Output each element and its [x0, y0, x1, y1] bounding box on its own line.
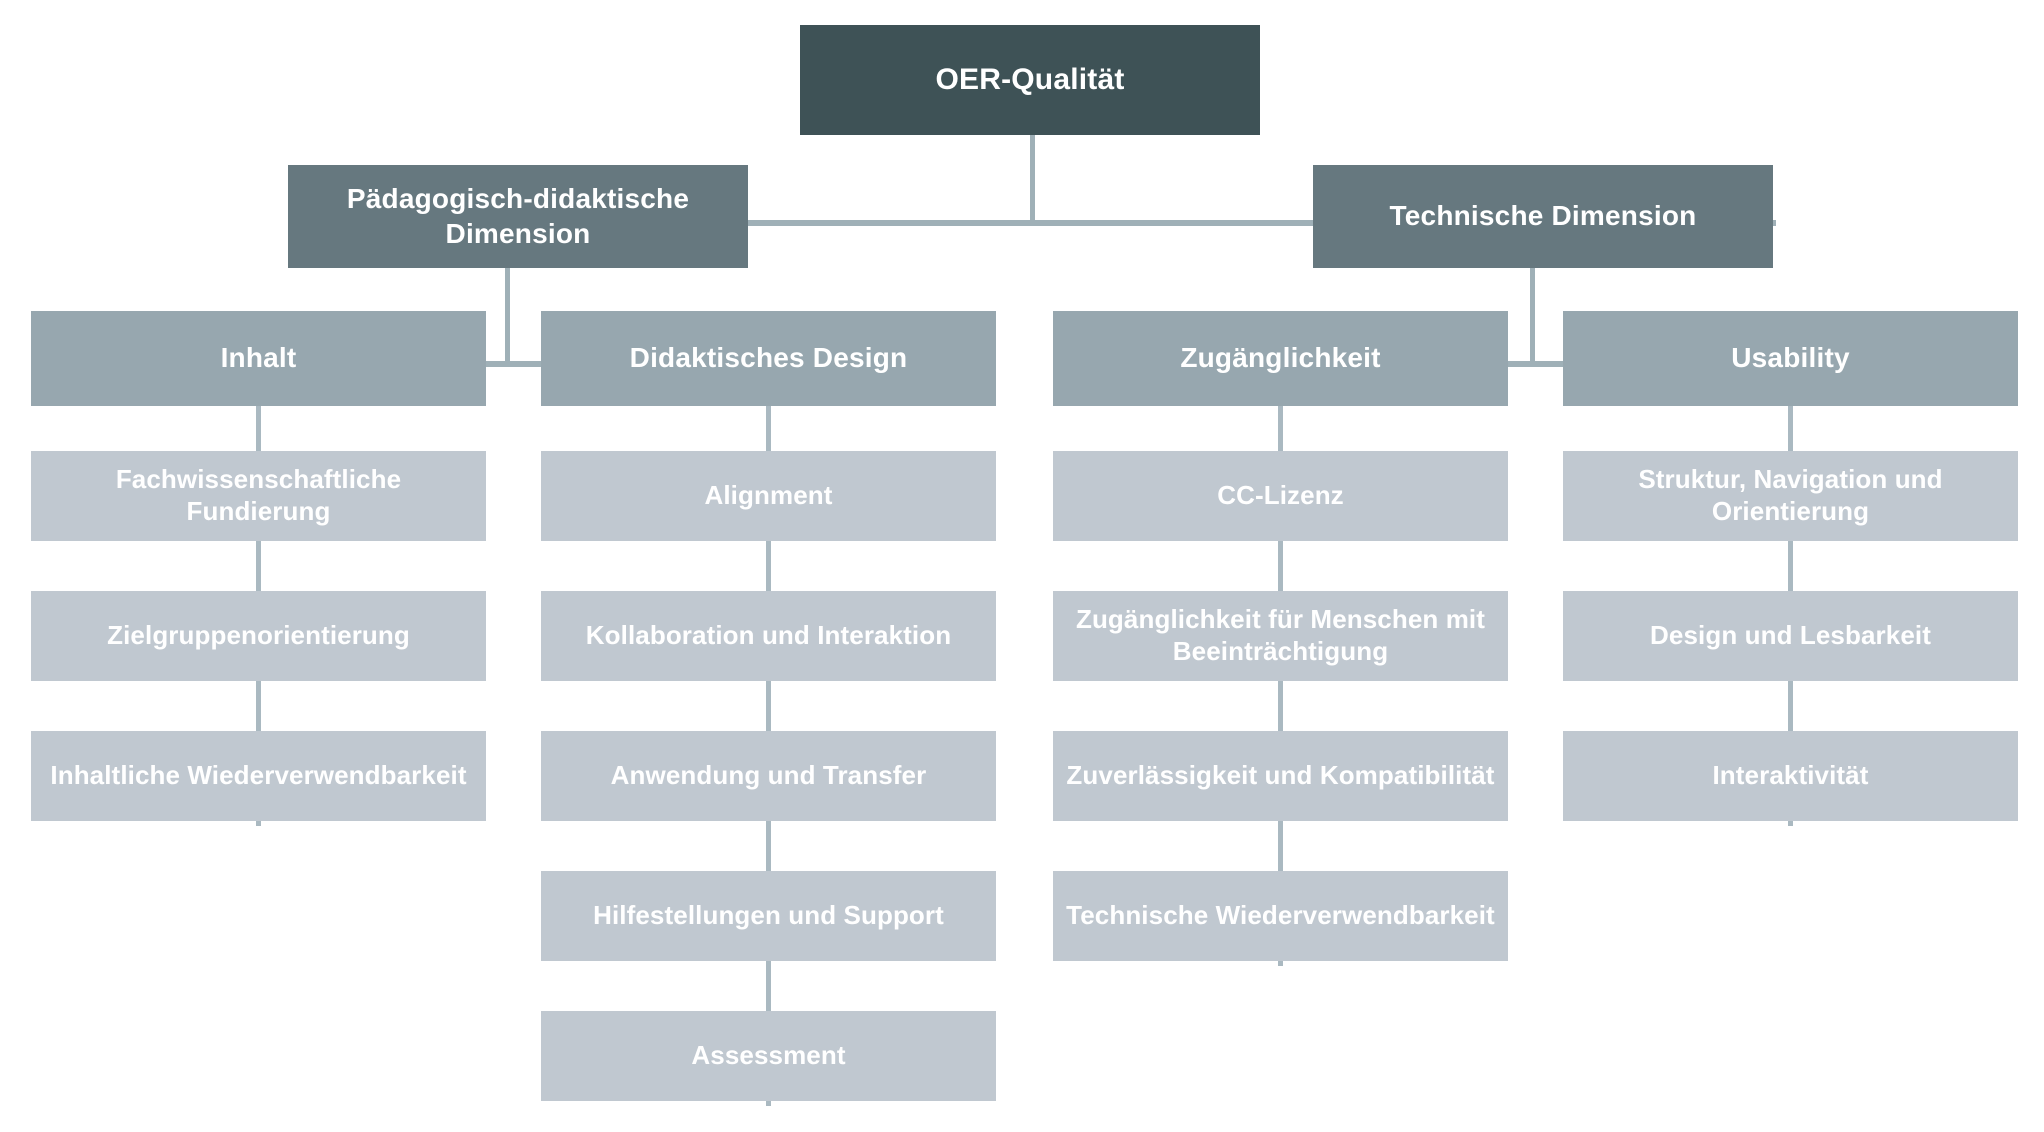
node-criterion-inhaltliche-wiederverwendbarkeit[interactable]: Inhaltliche Wiederverwendbarkeit — [31, 731, 486, 821]
node-label: OER-Qualität — [935, 62, 1125, 96]
node-criterion-design-und-lesbarkeit[interactable]: Design und Lesbarkeit — [1563, 591, 2018, 681]
node-label: Zuverlässigkeit und Kompatibilität — [1066, 760, 1495, 791]
node-label: Zugänglichkeit — [1180, 342, 1381, 374]
connector-technical-stem — [1530, 268, 1535, 364]
connector-technical-bar — [1280, 361, 1790, 367]
node-criterion-fachwissenschaftliche-fundierung[interactable]: Fachwissenschaftliche Fundierung — [31, 451, 486, 541]
node-label: Anwendung und Transfer — [610, 760, 927, 791]
node-label: Pädagogisch-didaktische Dimension — [346, 183, 690, 249]
node-criterion-zuverlaessigkeit-und-kompatibilitaet[interactable]: Zuverlässigkeit und Kompatibilität — [1053, 731, 1508, 821]
node-label: Fachwissenschaftliche Fundierung — [115, 464, 402, 526]
node-label: Alignment — [704, 480, 833, 511]
node-label: Kollaboration und Interaktion — [585, 620, 952, 651]
node-category-zugaenglichkeit[interactable]: Zugänglichkeit — [1053, 311, 1508, 406]
node-dimension-technische[interactable]: Technische Dimension — [1313, 165, 1773, 268]
node-criterion-kollaboration-und-interaktion[interactable]: Kollaboration und Interaktion — [541, 591, 996, 681]
node-label: Interaktivität — [1712, 760, 1869, 791]
node-label: Technische Wiederverwendbarkeit — [1066, 900, 1495, 931]
node-category-didaktisches-design[interactable]: Didaktisches Design — [541, 311, 996, 406]
node-dimension-paedagogisch-didaktische[interactable]: Pädagogisch-didaktische Dimension — [288, 165, 748, 268]
node-label: Didaktisches Design — [629, 342, 908, 374]
node-label: Technische Dimension — [1389, 200, 1697, 232]
node-criterion-zugaenglichkeit-fuer-menschen-mit-beeintraechtigung[interactable]: Zugänglichkeit für Menschen mit Beeinträ… — [1053, 591, 1508, 681]
node-criterion-technische-wiederverwendbarkeit[interactable]: Technische Wiederverwendbarkeit — [1053, 871, 1508, 961]
node-criterion-struktur-navigation-und-orientierung[interactable]: Struktur, Navigation und Orientierung — [1563, 451, 2018, 541]
node-criterion-zielgruppenorientierung[interactable]: Zielgruppenorientierung — [31, 591, 486, 681]
node-category-inhalt[interactable]: Inhalt — [31, 311, 486, 406]
node-label: Zielgruppenorientierung — [107, 620, 410, 651]
node-criterion-interaktivitaet[interactable]: Interaktivität — [1563, 731, 2018, 821]
connector-zugaenglichkeit-chain — [1278, 406, 1283, 966]
connector-pedagogic-stem — [505, 268, 510, 364]
node-label: Assessment — [691, 1040, 846, 1071]
node-label: Struktur, Navigation und Orientierung — [1638, 464, 1943, 526]
node-criterion-assessment[interactable]: Assessment — [541, 1011, 996, 1101]
node-category-usability[interactable]: Usability — [1563, 311, 2018, 406]
node-criterion-alignment[interactable]: Alignment — [541, 451, 996, 541]
node-label: Hilfestellungen und Support — [593, 900, 944, 931]
node-label: Design und Lesbarkeit — [1650, 620, 1931, 651]
node-root-oer-qualitaet[interactable]: OER-Qualität — [800, 25, 1260, 135]
node-criterion-hilfestellungen-und-support[interactable]: Hilfestellungen und Support — [541, 871, 996, 961]
node-label: CC-Lizenz — [1217, 480, 1344, 511]
connector-pedagogic-bar — [255, 361, 765, 367]
node-label: Inhalt — [220, 342, 297, 374]
node-criterion-anwendung-und-transfer[interactable]: Anwendung und Transfer — [541, 731, 996, 821]
node-label: Inhaltliche Wiederverwendbarkeit — [50, 760, 467, 791]
connector-dimensions-bar — [733, 220, 1776, 226]
node-label: Usability — [1731, 342, 1850, 374]
node-label: Zugänglichkeit für Menschen mit Beeinträ… — [1075, 604, 1486, 666]
connector-root-stem — [1030, 135, 1035, 223]
node-criterion-cc-lizenz[interactable]: CC-Lizenz — [1053, 451, 1508, 541]
